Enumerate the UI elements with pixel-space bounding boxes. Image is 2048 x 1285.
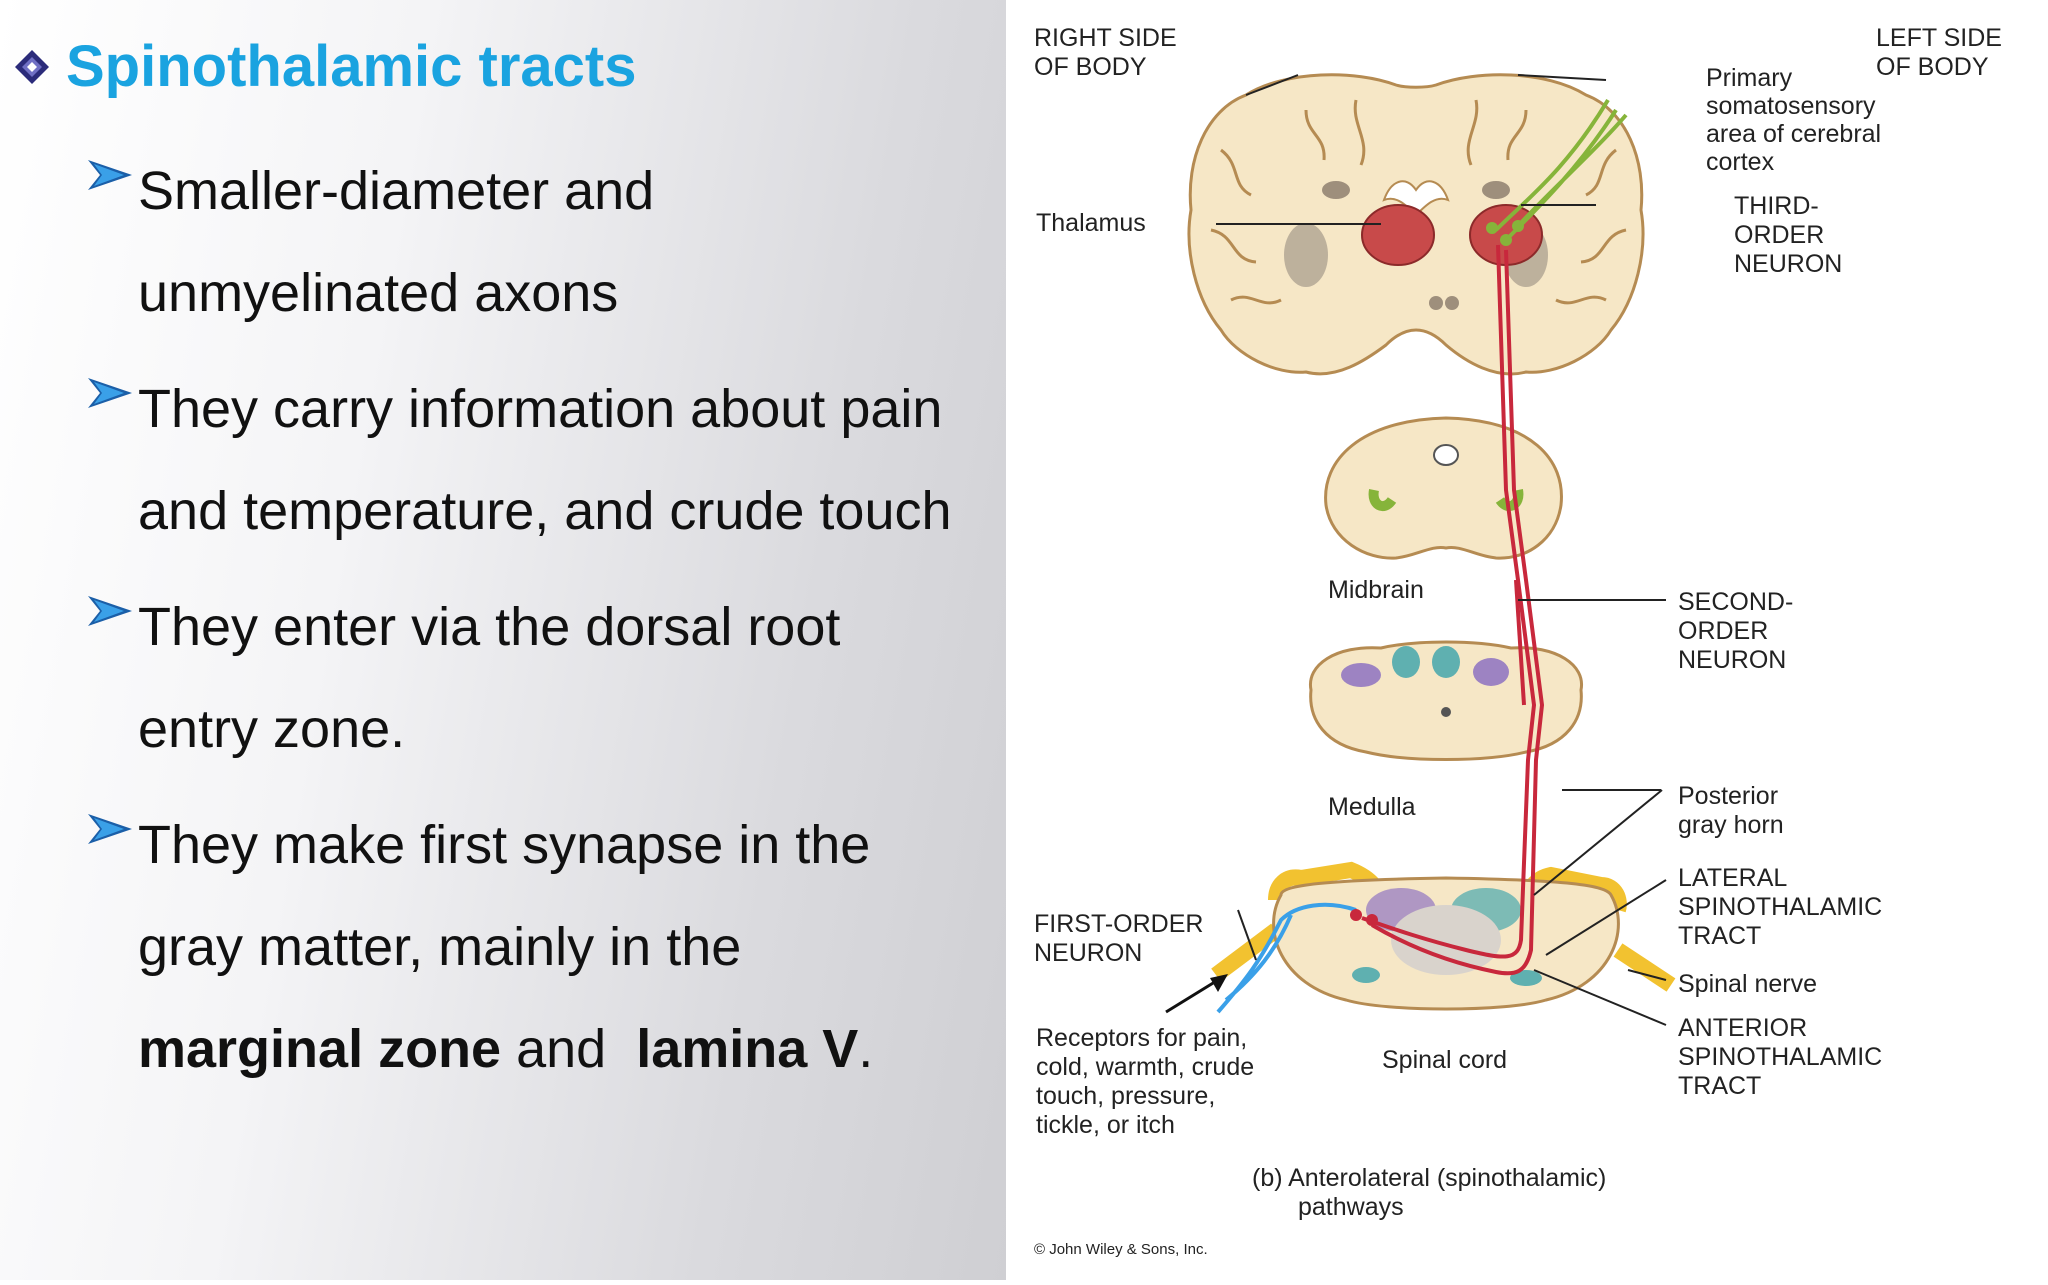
label-receptors-1: Receptors for pain, — [1036, 1024, 1247, 1052]
label-primary-4: cortex — [1706, 148, 1775, 176]
slide-title: Spinothalamic tracts — [66, 34, 637, 99]
label-primary-2: somatosensory — [1706, 92, 1876, 120]
caption-line-2: pathways — [1298, 1193, 1404, 1221]
label-lateral-3: TRACT — [1678, 922, 1761, 950]
arrow-bullet-icon — [88, 378, 132, 408]
bullet-text: They make first synapse in the — [138, 815, 871, 875]
caption-line-1: (b) Anterolateral (spinothalamic) — [1252, 1164, 1606, 1192]
slide-heading: Spinothalamic tracts — [14, 38, 636, 96]
slide-text-panel: Spinothalamic tracts Smaller-diameter an… — [0, 0, 1006, 1280]
label-receptors-4: tickle, or itch — [1036, 1111, 1175, 1139]
bullet-text: and temperature, and crude touch — [138, 481, 952, 541]
leader-lines — [1216, 74, 1667, 1026]
spinothalamic-tract-fibers — [1361, 244, 1545, 976]
bullet-text-connector: and — [501, 1019, 637, 1079]
medulla-section — [1308, 640, 1584, 761]
label-right-side-2: OF BODY — [1034, 53, 1147, 81]
label-primary-1: Primary — [1706, 64, 1793, 92]
label-receptors-2: cold, warmth, crude — [1036, 1053, 1254, 1081]
bullet-text: gray matter, mainly in the — [138, 917, 742, 977]
bullet-item: They carry information about pain and te… — [88, 358, 952, 562]
label-anterior-1: ANTERIOR — [1678, 1014, 1807, 1042]
bullet-text: entry zone. — [138, 699, 406, 759]
bullet-item: They make first synapse in the gray matt… — [88, 794, 873, 1100]
bullet-item: Smaller-diameter and unmyelinated axons — [88, 140, 654, 344]
spinothalamic-pathway-diagram: RIGHT SIDE OF BODY LEFT SIDE OF BODY Pri… — [1006, 0, 2048, 1280]
bullet-text: They carry information about pain — [138, 379, 943, 439]
arrow-bullet-icon — [88, 814, 132, 844]
receptor-arrow-icon — [1165, 974, 1228, 1014]
label-left-side-1: LEFT SIDE — [1876, 24, 2002, 52]
label-third-order-2: ORDER — [1734, 221, 1824, 249]
arrow-bullet-icon — [88, 160, 132, 190]
label-second-order-2: ORDER — [1678, 617, 1768, 645]
label-thalamus: Thalamus — [1036, 209, 1146, 237]
label-posterior-2: gray horn — [1678, 811, 1784, 839]
bullet-text-period: . — [858, 1019, 874, 1079]
spinal-cord-section — [1211, 861, 1676, 1014]
bullet-text: Smaller-diameter and — [138, 161, 655, 221]
label-midbrain: Midbrain — [1328, 576, 1424, 604]
label-posterior-1: Posterior — [1678, 782, 1778, 810]
label-lateral-2: SPINOTHALAMIC — [1678, 893, 1882, 921]
diagram-labels: RIGHT SIDE OF BODY LEFT SIDE OF BODY Pri… — [1034, 24, 2002, 1258]
brain-coronal-section — [1187, 73, 1645, 376]
copyright-notice: © John Wiley & Sons, Inc. — [1034, 1241, 1208, 1258]
bullet-item: They enter via the dorsal root entry zon… — [88, 576, 840, 780]
label-spinal-cord: Spinal cord — [1382, 1046, 1507, 1074]
label-third-order-1: THIRD- — [1734, 192, 1819, 220]
midbrain-section — [1324, 416, 1563, 560]
label-anterior-3: TRACT — [1678, 1072, 1761, 1100]
label-right-side-1: RIGHT SIDE — [1034, 24, 1177, 52]
label-left-side-2: OF BODY — [1876, 53, 1989, 81]
label-receptors-3: touch, pressure, — [1036, 1082, 1215, 1110]
label-third-order-3: NEURON — [1734, 250, 1842, 278]
bold-term-marginal-zone: marginal zone — [138, 1019, 502, 1079]
bold-term-lamina-v: lamina V — [636, 1019, 859, 1079]
bullet-text: unmyelinated axons — [138, 263, 619, 323]
label-spinal-nerve: Spinal nerve — [1678, 970, 1817, 998]
label-first-order-2: NEURON — [1034, 939, 1142, 967]
bullet-text: They enter via the dorsal root — [138, 597, 841, 657]
diamond-bullet-icon — [14, 49, 50, 85]
bullet-text-emphasis: marginal zone and lamina V. — [138, 998, 873, 1100]
label-anterior-2: SPINOTHALAMIC — [1678, 1043, 1882, 1071]
arrow-bullet-icon — [88, 596, 132, 626]
label-medulla: Medulla — [1328, 793, 1416, 821]
label-lateral-1: LATERAL — [1678, 864, 1787, 892]
label-second-order-3: NEURON — [1678, 646, 1786, 674]
label-second-order-1: SECOND- — [1678, 588, 1793, 616]
label-primary-3: area of cerebral — [1706, 120, 1881, 148]
label-first-order-1: FIRST-ORDER — [1034, 910, 1203, 938]
